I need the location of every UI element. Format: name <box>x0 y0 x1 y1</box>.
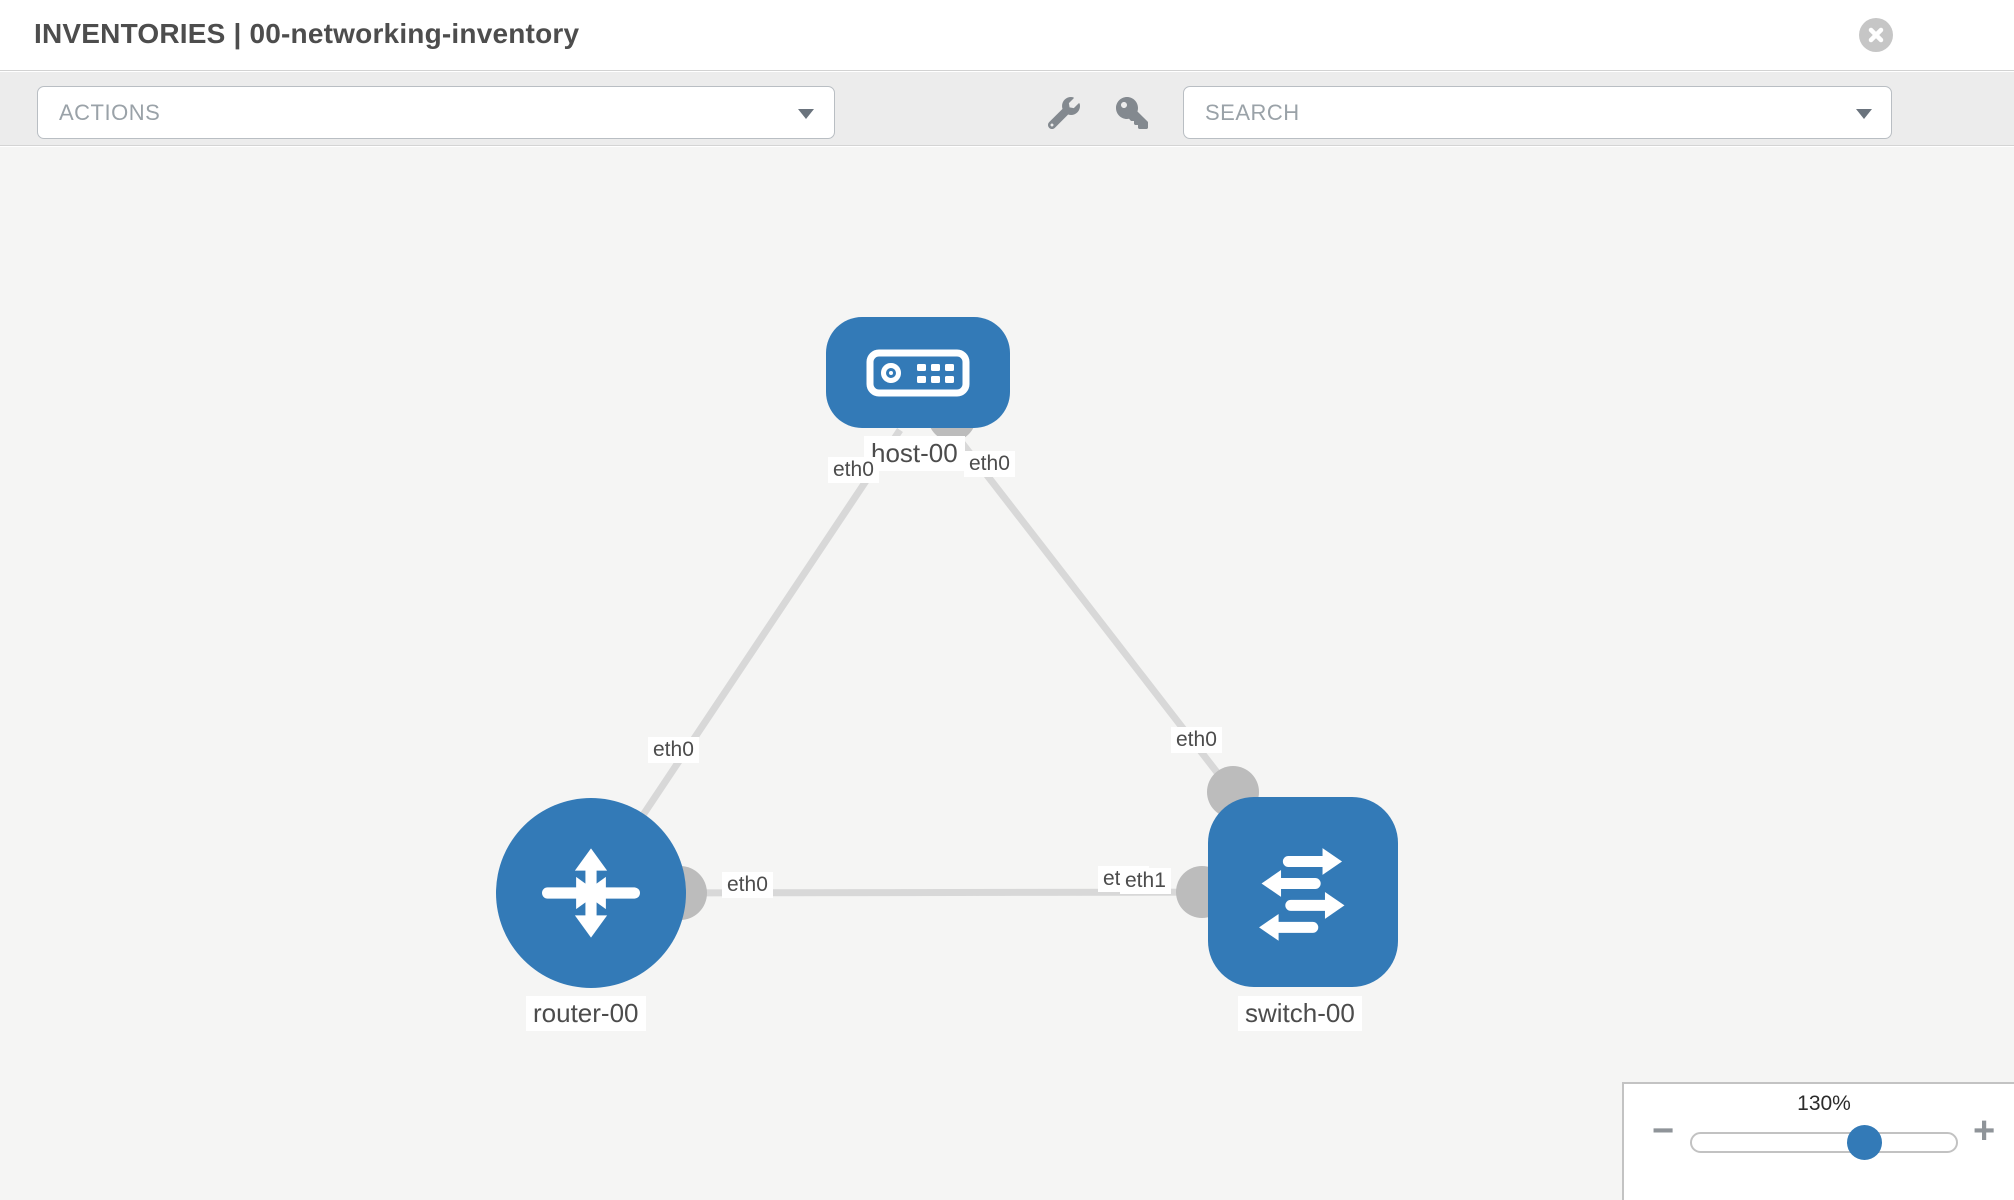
link-host-switch[interactable] <box>949 427 1253 818</box>
search-dropdown[interactable]: SEARCH <box>1183 86 1892 139</box>
actions-dropdown-label: ACTIONS <box>59 99 161 125</box>
zoom-slider-thumb[interactable] <box>1847 1125 1882 1160</box>
node-label-host: host-00 <box>864 436 965 471</box>
node-switch[interactable] <box>1208 797 1398 987</box>
switch-icon <box>1259 848 1345 941</box>
node-router[interactable] <box>496 798 686 988</box>
host-icon <box>866 349 970 396</box>
if-label-switch-eth1: eth1 <box>1120 868 1171 894</box>
topology-canvas[interactable]: host-00 router-00 switch-00 eth0 eth0 et… <box>0 147 2014 1200</box>
if-label-host-eth0-right: eth0 <box>964 451 1015 477</box>
wrench-icon <box>1047 97 1080 130</box>
page-title: INVENTORIES | 00-networking-inventory <box>34 18 580 49</box>
if-label-host-eth0-left: eth0 <box>828 457 879 483</box>
if-label-switch-eth0-top: eth0 <box>1171 727 1222 753</box>
zoom-out-button[interactable]: − <box>1652 1110 1675 1152</box>
key-icon <box>1116 97 1148 129</box>
zoom-level-value: 130% <box>1797 1092 1851 1115</box>
credentials-button[interactable] <box>1116 97 1148 129</box>
zoom-in-button[interactable]: + <box>1973 1110 1996 1152</box>
node-label-router: router-00 <box>526 996 646 1031</box>
if-label-router-eth0-uplink: eth0 <box>648 737 699 763</box>
topology-links-layer <box>588 393 1301 920</box>
chevron-down-icon <box>1856 109 1872 119</box>
close-button[interactable] <box>1859 18 1893 52</box>
chevron-down-icon <box>798 109 814 119</box>
search-placeholder: SEARCH <box>1205 99 1300 125</box>
toolbar: ACTIONS SEARCH <box>0 72 2014 146</box>
router-icon <box>542 848 640 938</box>
configure-button[interactable] <box>1047 97 1080 130</box>
if-label-router-eth0: eth0 <box>722 872 773 898</box>
page-header: INVENTORIES | 00-networking-inventory <box>0 0 2014 71</box>
close-icon <box>1868 27 1884 43</box>
zoom-control-panel: 130% − + <box>1622 1082 2014 1200</box>
actions-dropdown[interactable]: ACTIONS <box>37 86 835 139</box>
zoom-slider-track[interactable] <box>1690 1132 1958 1153</box>
node-host[interactable] <box>826 317 1010 428</box>
node-label-switch: switch-00 <box>1238 996 1362 1031</box>
